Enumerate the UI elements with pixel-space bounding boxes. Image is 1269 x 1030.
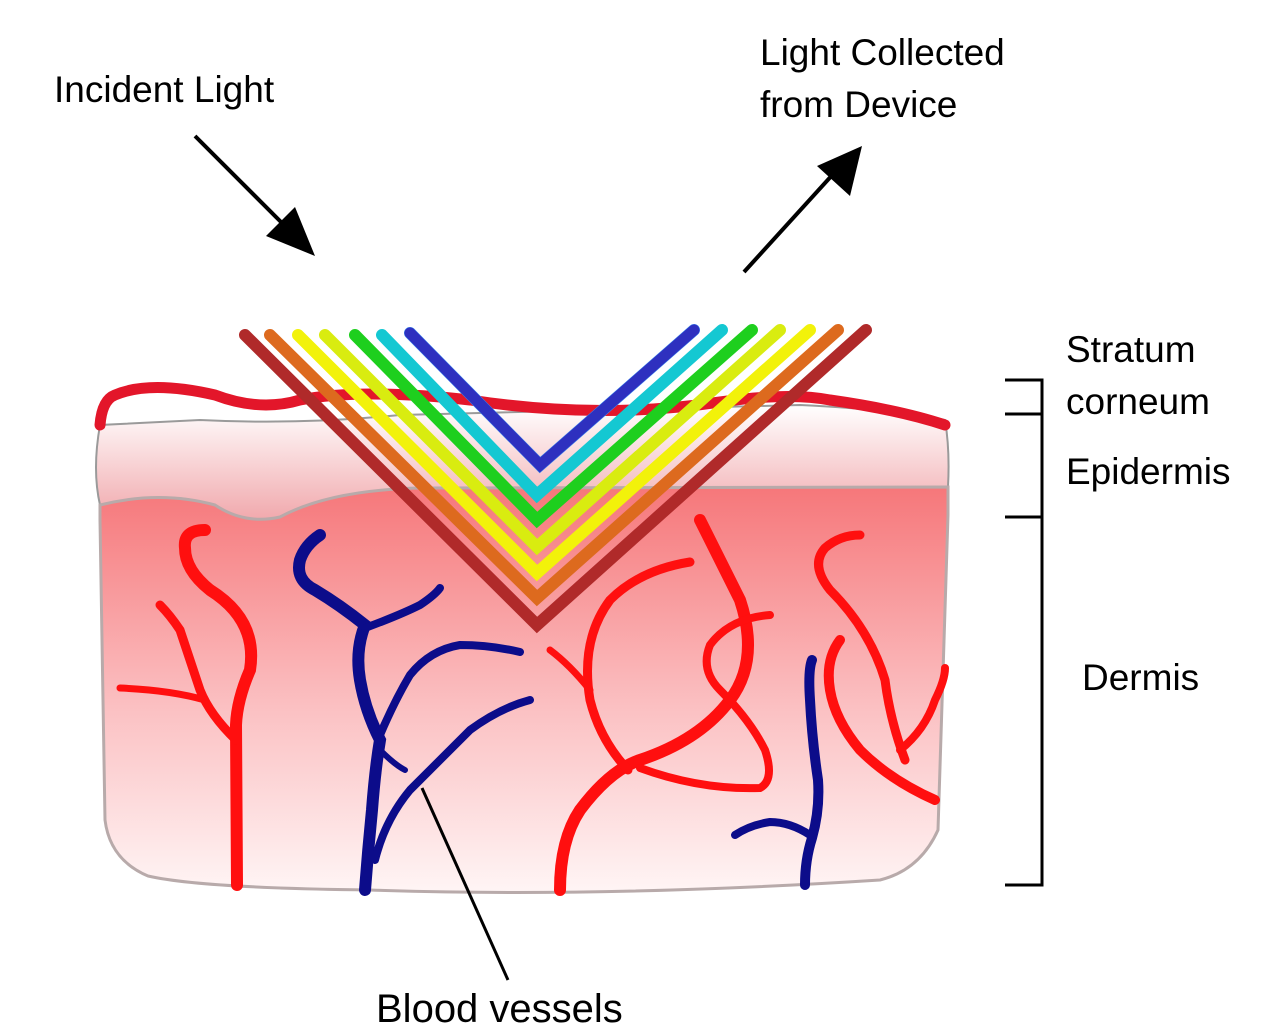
blood-vessels-label: Blood vessels	[376, 987, 623, 1030]
collected-arrow	[744, 146, 862, 272]
epidermis-label: Epidermis	[1066, 451, 1231, 492]
dermis-label: Dermis	[1082, 657, 1199, 698]
from-device-label: from Device	[760, 84, 957, 125]
light-collected-label: Light Collected	[760, 32, 1005, 73]
incident-arrow	[195, 136, 315, 256]
corneum-label: corneum	[1066, 381, 1210, 422]
layer-brackets	[1005, 380, 1042, 885]
incident-light-label: Incident Light	[54, 69, 275, 110]
stratum-label: Stratum	[1066, 329, 1196, 370]
